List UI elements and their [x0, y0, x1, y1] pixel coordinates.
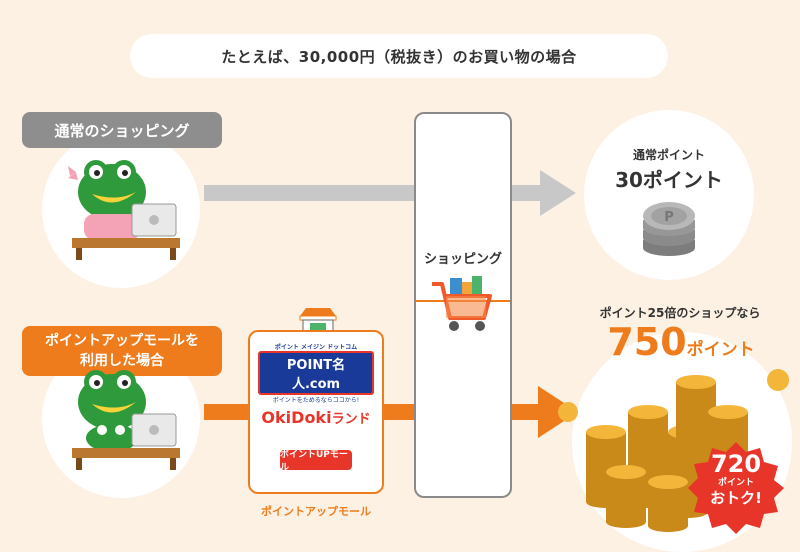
point-up-mall-logo: ポイントUPモール — [280, 450, 352, 473]
mall-shopping-label: ポイントアップモールを 利用した場合 — [22, 326, 222, 376]
okidoki-land-logo: OkiDokiランド — [261, 408, 371, 427]
mall-points-value-wrap: 750ポイント — [566, 320, 796, 364]
mall-points-unit: ポイント — [686, 340, 755, 360]
mall-points-value: 750 — [607, 320, 687, 364]
gold-coin-stacks — [558, 369, 789, 532]
mall-points-label: ポイント25倍のショップなら — [599, 306, 761, 320]
shopping-column: ショッピング — [414, 112, 512, 498]
silver-coins-icon: P — [643, 202, 695, 256]
point-meijin-logo: ポイント メイジン ドットコム POINT名人.com ポイントをためるならココ… — [258, 342, 374, 404]
scenario-text: たとえば、30,000円（税抜き）のお買い物の場合 — [221, 47, 577, 66]
normal-points-value: 30ポイント — [615, 168, 723, 192]
badge-value: 720 — [710, 450, 762, 478]
gold-coins-icon — [558, 369, 789, 532]
normal-points-label: 通常ポイント — [632, 148, 705, 162]
badge-note: おトク! — [710, 489, 762, 507]
badge-unit: ポイント — [717, 478, 754, 488]
shopping-cart-icon — [432, 276, 492, 331]
frog-at-laptop-illustration — [68, 160, 180, 260]
normal-flow-arrow — [204, 170, 576, 216]
savings-badge-shape — [688, 442, 784, 534]
point-up-mall-caption: ポイントアップモール — [261, 505, 371, 518]
shopping-label: ショッピング — [423, 252, 502, 267]
point-up-mall-box: ポイント メイジン ドットコム POINT名人.com ポイントをためるならココ… — [248, 330, 384, 494]
svg-text:P: P — [664, 210, 674, 225]
scenario-banner: たとえば、30,000円（税抜き）のお買い物の場合 — [130, 34, 668, 78]
frog-with-baby-illustration — [72, 370, 180, 470]
savings-badge: 720 ポイント おトク! — [688, 452, 784, 506]
normal-shopping-label: 通常のショッピング — [22, 112, 222, 148]
